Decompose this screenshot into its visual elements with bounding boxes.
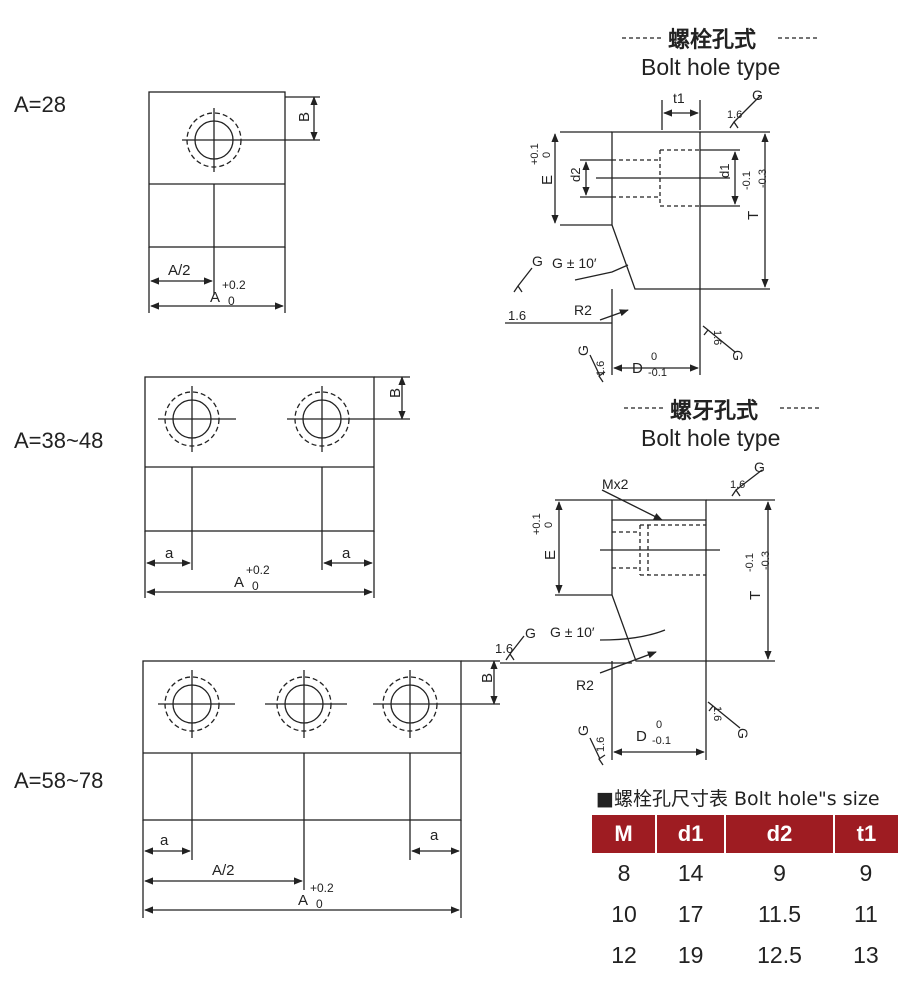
dim-t-tol-low-1: -0.3 bbox=[757, 169, 769, 188]
dim-a-sub-3: 0 bbox=[316, 897, 323, 911]
side-view-tapped-hole bbox=[500, 469, 775, 766]
label-a38-48: A=38~48 bbox=[14, 428, 104, 453]
cell-t1: 11 bbox=[853, 901, 878, 927]
dim-r2-2: R2 bbox=[576, 677, 594, 693]
cell-t1: 13 bbox=[853, 942, 879, 968]
dim-e-2: E bbox=[542, 550, 559, 560]
dim-e-1: E bbox=[539, 175, 556, 185]
dim-e-tol-up-2: +0.1 bbox=[531, 513, 543, 535]
cell-d2: 11.5 bbox=[757, 901, 802, 927]
roughness-left-1: 1.6 bbox=[508, 308, 526, 323]
dim-d-1: D bbox=[632, 360, 643, 377]
dim-a-left-2: a bbox=[165, 545, 174, 562]
g-bottom-2: G bbox=[575, 725, 591, 736]
g-top-2: G bbox=[754, 459, 765, 475]
dim-mx2: Mx2 bbox=[602, 476, 629, 492]
col-header-t1: t1 bbox=[833, 815, 898, 853]
col-header-d2: d2 bbox=[725, 815, 835, 853]
roughness-top-1: 1.6 bbox=[727, 109, 742, 121]
drawing-a38-48 bbox=[144, 376, 410, 598]
table-row: 8 14 9 9 bbox=[592, 853, 898, 894]
roughness-left-2: 1.6 bbox=[495, 641, 513, 656]
dim-a-right-2: a bbox=[342, 545, 351, 562]
section1-title-cn: 螺栓孔式 bbox=[668, 28, 757, 53]
cell-m: 12 bbox=[611, 942, 637, 968]
roughness-bottom-2: 1.6 bbox=[595, 737, 607, 752]
side-view-bolt-hole bbox=[505, 95, 770, 383]
dim-e-tol-up-1: +0.1 bbox=[529, 143, 541, 165]
g-angle-1: G ± 10′ bbox=[552, 255, 597, 271]
g-left-1: G bbox=[532, 253, 543, 269]
cell-m: 8 bbox=[617, 860, 631, 886]
dim-a-half-1: A/2 bbox=[168, 262, 191, 279]
cell-m: 10 bbox=[611, 901, 637, 927]
dim-a-2: A bbox=[234, 574, 244, 591]
g-right-1: G bbox=[730, 350, 746, 361]
section2-title-cn: 螺牙孔式 bbox=[670, 399, 759, 424]
g-top-1: G bbox=[752, 87, 763, 103]
table-header-row: M d1 d2 t1 bbox=[592, 815, 898, 853]
dim-a-sub-1: 0 bbox=[228, 294, 235, 308]
cell-d1: 17 bbox=[677, 901, 704, 927]
dim-t-tol-up-1: -0.1 bbox=[741, 171, 753, 190]
dim-d2: d2 bbox=[568, 168, 583, 182]
dim-d-tol-up-2: 0 bbox=[656, 719, 662, 731]
dim-r2-1: R2 bbox=[574, 302, 592, 318]
drawing-a58-78 bbox=[142, 660, 500, 918]
roughness-right-2: 1.6 bbox=[711, 706, 723, 721]
dim-d-tol-low-2: -0.1 bbox=[652, 735, 671, 747]
dim-a-3: A bbox=[298, 892, 308, 909]
bolt-hole-size-table: M d1 d2 t1 8 14 9 9 10 17 11.5 11 12 19 … bbox=[592, 815, 898, 976]
dim-e-tol-low-1: 0 bbox=[541, 152, 553, 158]
roughness-right-1: 1.6 bbox=[711, 330, 723, 345]
g-bottom-1: G bbox=[575, 345, 591, 356]
dim-a-tol-2: +0.2 bbox=[246, 563, 270, 577]
dim-t1: t1 bbox=[673, 90, 685, 106]
section1-title-en: Bolt hole type bbox=[641, 54, 781, 80]
table-row: 12 19 12.5 13 bbox=[592, 935, 898, 976]
g-right-2: G bbox=[735, 728, 751, 739]
roughness-top-2: 1.6 bbox=[730, 479, 745, 491]
dim-b-1: B bbox=[296, 112, 313, 122]
dim-b-2: B bbox=[387, 388, 404, 398]
label-a58-78: A=58~78 bbox=[14, 768, 104, 793]
dim-t-1: T bbox=[745, 211, 762, 220]
cell-d1: 19 bbox=[677, 942, 704, 968]
section2-title-en: Bolt hole type bbox=[641, 425, 781, 451]
col-header-d1: d1 bbox=[656, 815, 727, 853]
dim-a-left-3: a bbox=[160, 832, 169, 849]
dim-t-2: T bbox=[747, 591, 764, 600]
drawing-a28 bbox=[148, 91, 320, 313]
cell-d2: 9 bbox=[773, 860, 786, 886]
col-header-m: M bbox=[592, 815, 658, 853]
dim-a-tol-1: +0.2 bbox=[222, 278, 246, 292]
dim-a-right-3: a bbox=[430, 827, 439, 844]
cell-d1: 14 bbox=[677, 860, 704, 886]
dim-d-2: D bbox=[636, 728, 647, 745]
dim-d1: d1 bbox=[717, 164, 732, 178]
dim-a-sub-2: 0 bbox=[252, 579, 259, 593]
dim-a-tol-3: +0.2 bbox=[310, 881, 334, 895]
g-angle-2: G ± 10′ bbox=[550, 624, 595, 640]
dim-e-tol-low-2: 0 bbox=[543, 522, 555, 528]
table-caption: ■螺栓孔尺寸表 Bolt hole"s size bbox=[596, 788, 880, 810]
g-left-2: G bbox=[525, 625, 536, 641]
dim-d-tol-low-1: -0.1 bbox=[648, 367, 667, 379]
dim-a-half-3: A/2 bbox=[212, 862, 235, 879]
cell-t1: 9 bbox=[859, 860, 873, 886]
table-row: 10 17 11.5 11 bbox=[592, 894, 898, 935]
roughness-bottom-1: 1.6 bbox=[595, 361, 607, 376]
label-a28: A=28 bbox=[14, 92, 66, 117]
cell-d2: 12.5 bbox=[757, 942, 802, 968]
dim-b-3: B bbox=[479, 673, 496, 683]
dim-d-tol-up-1: 0 bbox=[651, 351, 657, 363]
dim-a-1: A bbox=[210, 289, 220, 306]
dim-t-tol-up-2: -0.1 bbox=[744, 553, 756, 572]
dim-t-tol-low-2: -0.3 bbox=[760, 551, 772, 570]
